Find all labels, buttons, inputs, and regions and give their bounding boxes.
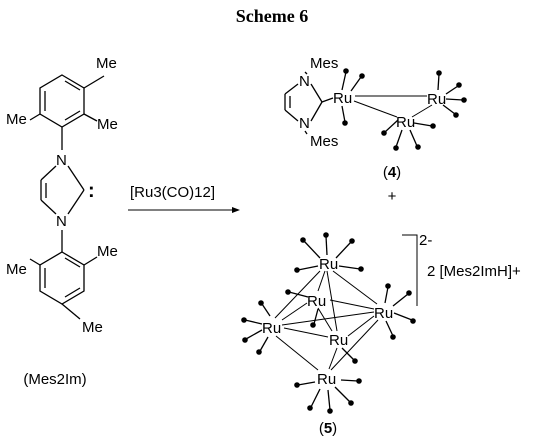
ru-label-bottom: Ru: [396, 114, 415, 131]
methyl-label-right-lower: Me: [97, 243, 118, 260]
ru-label-left: Ru: [333, 90, 352, 107]
imidazolylidene-ring: [40, 165, 85, 215]
compound-number-5: (5): [319, 420, 337, 437]
reagent-label: [Ru3(CO)12]: [130, 184, 215, 201]
lower-mesityl-ring: [29, 230, 98, 320]
methyl-label-left-upper: Me: [6, 111, 27, 128]
ru-label-bottom: Ru: [317, 371, 336, 388]
nitrogen-label-top: N: [299, 73, 310, 90]
compound-number-4: (4): [383, 164, 401, 181]
ru-label-right: Ru: [427, 91, 446, 108]
ligand-name: (Mes2Im): [23, 371, 86, 388]
plus-sign: +: [388, 188, 397, 205]
product-4: Mes Mes N N Ru Ru Ru: [284, 55, 467, 181]
co-ligands: [241, 232, 416, 414]
methyl-label-left-lower: Me: [6, 261, 27, 278]
reaction-arrow: [128, 207, 240, 213]
methyl-label-top: Me: [96, 55, 117, 72]
charge-label: 2-: [419, 232, 432, 249]
ru-label-top: Ru: [319, 256, 338, 273]
charge-bracket: [402, 234, 418, 306]
methyl-label-right-upper: Me: [97, 116, 118, 133]
mesityl-label-bottom: Mes: [310, 133, 338, 150]
mes2im-ligand: Me Me Me N N : Me Me Me (Mes2Im): [6, 55, 118, 388]
nitrogen-label-top: N: [56, 152, 67, 169]
methyl-label-bottom: Me: [82, 319, 103, 336]
ru-framework-bonds: [274, 270, 379, 371]
upper-mesityl-ring: [29, 74, 105, 150]
product-5: Ru Ru Ru Ru Ru Ru: [241, 232, 521, 437]
mesityl-label-top: Mes: [310, 55, 338, 72]
scheme-title: Scheme 6: [236, 6, 308, 26]
ru-label-right: Ru: [374, 305, 393, 322]
nitrogen-label-bottom: N: [56, 213, 67, 230]
counterion-label: 2 [Mes2ImH]+: [427, 263, 521, 280]
ru-label-center: Ru: [329, 332, 348, 349]
ru-label-upper-left: Ru: [307, 293, 326, 310]
nitrogen-label-bottom: N: [299, 115, 310, 132]
ru-label-left: Ru: [262, 320, 281, 337]
carbene-lone-pair: :: [88, 180, 95, 202]
